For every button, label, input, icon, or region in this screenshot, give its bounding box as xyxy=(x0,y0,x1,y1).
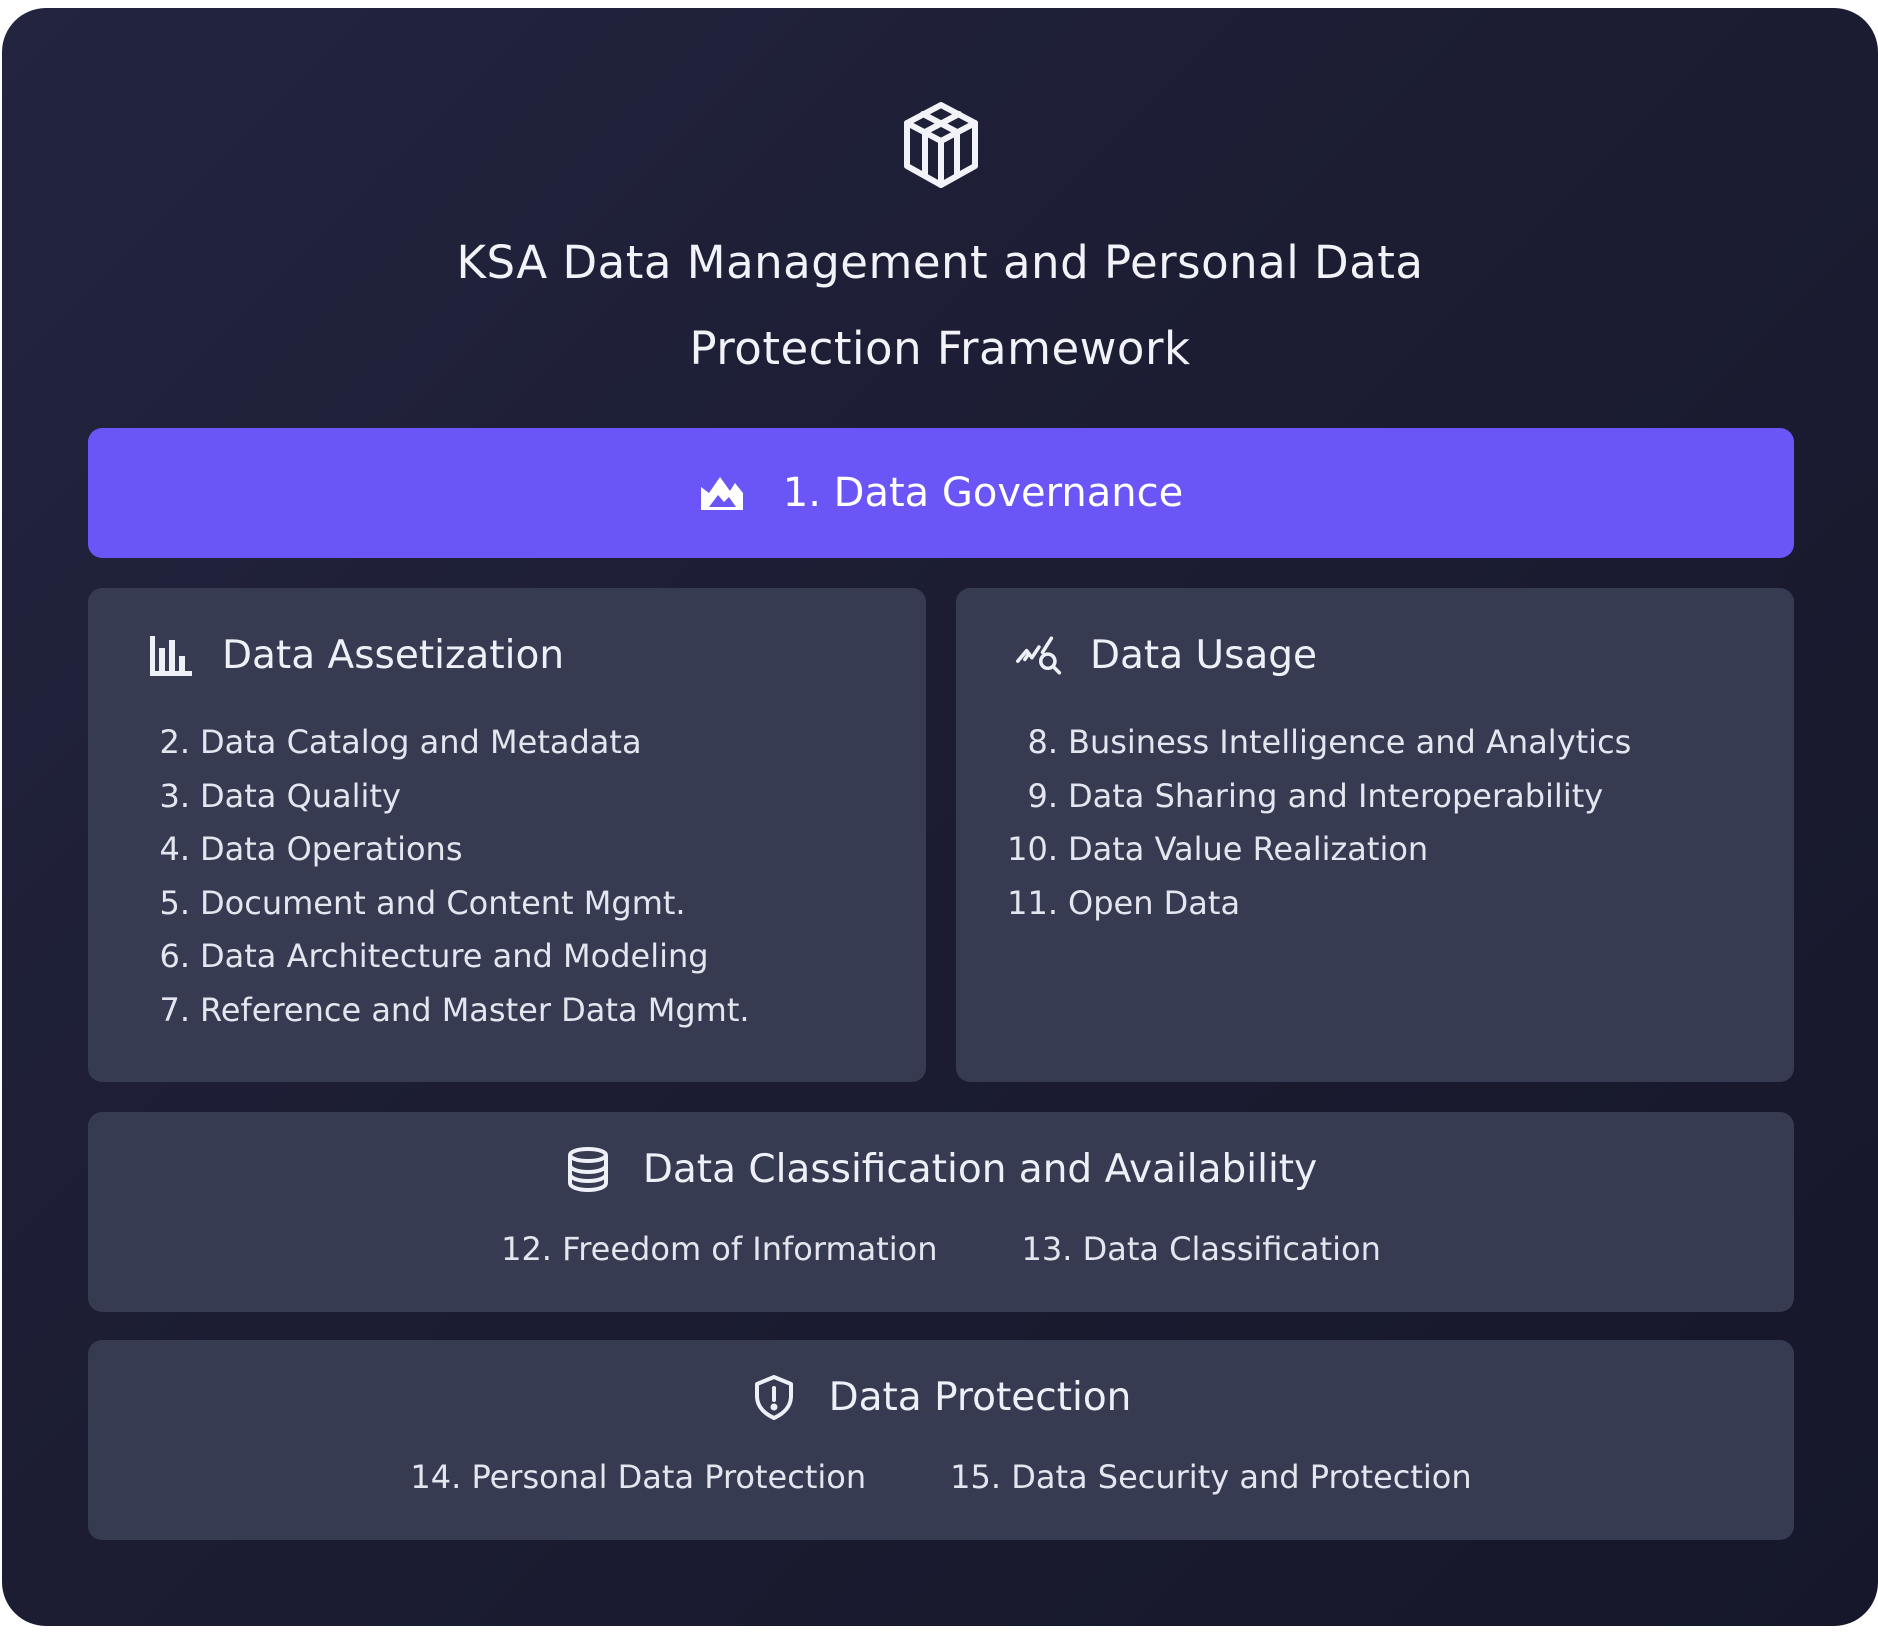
item-number: 10. xyxy=(1007,830,1058,868)
page-title: KSA Data Management and Personal Data Pr… xyxy=(2,220,1878,392)
item-number: 11. xyxy=(1007,883,1058,922)
protection-heading: Data Protection xyxy=(828,1374,1132,1420)
item-number: 7. xyxy=(159,990,190,1029)
cube-icon xyxy=(904,102,978,188)
title-line-2: Protection Framework xyxy=(689,322,1191,375)
assetization-list: 2. Data Catalog and Metadata 3. Data Quali… xyxy=(88,716,750,1038)
classification-heading: Data Classification and Availability xyxy=(642,1146,1318,1192)
item-label: Business Intelligence and Analytics xyxy=(1068,723,1632,761)
usage-list: 8. Business Intelligence and Analytics 9.… xyxy=(956,716,1631,930)
item-number: 2. xyxy=(159,723,190,761)
database-icon xyxy=(567,1147,608,1192)
item-number: 6. xyxy=(159,937,190,975)
item-label: Data Sharing and Interoperability xyxy=(1068,776,1604,815)
protection-panel: Data Protection 14. Personal Data Protec… xyxy=(88,1340,1794,1540)
list-item: 6. Data Architecture and Modeling xyxy=(88,930,750,984)
list-item: 15. Data Security and Protection xyxy=(950,1458,1472,1496)
classification-items: 12. Freedom of Information 13. Data Clas… xyxy=(88,1230,1794,1268)
item-label: Reference and Master Data Mgmt. xyxy=(200,990,750,1029)
title-line-1: KSA Data Management and Personal Data xyxy=(456,236,1424,289)
list-item: 14. Personal Data Protection xyxy=(410,1458,867,1496)
classification-panel: Data Classification and Availability 12.… xyxy=(88,1112,1794,1312)
governance-bar[interactable]: 1. Data Governance xyxy=(88,428,1794,558)
item-label: Data Catalog and Metadata xyxy=(200,723,642,761)
shield-icon xyxy=(754,1375,793,1420)
list-item: 13. Data Classification xyxy=(1021,1230,1381,1268)
usage-heading: Data Usage xyxy=(1090,632,1318,678)
list-item: 12. Freedom of Information xyxy=(501,1230,938,1268)
assetization-heading: Data Assetization xyxy=(222,632,565,678)
list-item: 5. Document and Content Mgmt. xyxy=(88,877,750,931)
item-label: Document and Content Mgmt. xyxy=(200,883,686,922)
bar-chart-icon xyxy=(150,636,192,676)
list-item: 10. Data Value Realization xyxy=(956,823,1631,877)
item-label: Data Operations xyxy=(200,830,463,868)
item-number: 4. xyxy=(159,830,190,868)
item-number: 9. xyxy=(1027,776,1058,815)
governance-label: 1. Data Governance xyxy=(782,470,1184,516)
item-number: 3. xyxy=(159,776,190,815)
protection-items: 14. Personal Data Protection 15. Data Se… xyxy=(88,1458,1794,1496)
framework-card: KSA Data Management and Personal Data Pr… xyxy=(2,8,1878,1626)
list-item: 3. Data Quality xyxy=(88,770,750,824)
item-label: Data Value Realization xyxy=(1068,830,1429,868)
usage-panel: Data Usage 8. Business Intelligence and A… xyxy=(956,588,1794,1082)
list-item: 9. Data Sharing and Interoperability xyxy=(956,770,1631,824)
list-item: 8. Business Intelligence and Analytics xyxy=(956,716,1631,770)
list-item: 4. Data Operations xyxy=(88,823,750,877)
list-item: 2. Data Catalog and Metadata xyxy=(88,716,750,770)
item-number: 8. xyxy=(1027,723,1058,761)
assetization-panel: Data Assetization 2. Data Catalog and Met… xyxy=(88,588,926,1082)
item-label: Open Data xyxy=(1068,883,1241,922)
trend-search-icon xyxy=(1016,636,1062,675)
mountain-icon xyxy=(700,477,743,510)
list-item: 11. Open Data xyxy=(956,877,1631,931)
item-label: Data Quality xyxy=(200,776,401,815)
item-number: 5. xyxy=(159,883,190,922)
list-item: 7. Reference and Master Data Mgmt. xyxy=(88,984,750,1038)
item-label: Data Architecture and Modeling xyxy=(200,937,709,975)
